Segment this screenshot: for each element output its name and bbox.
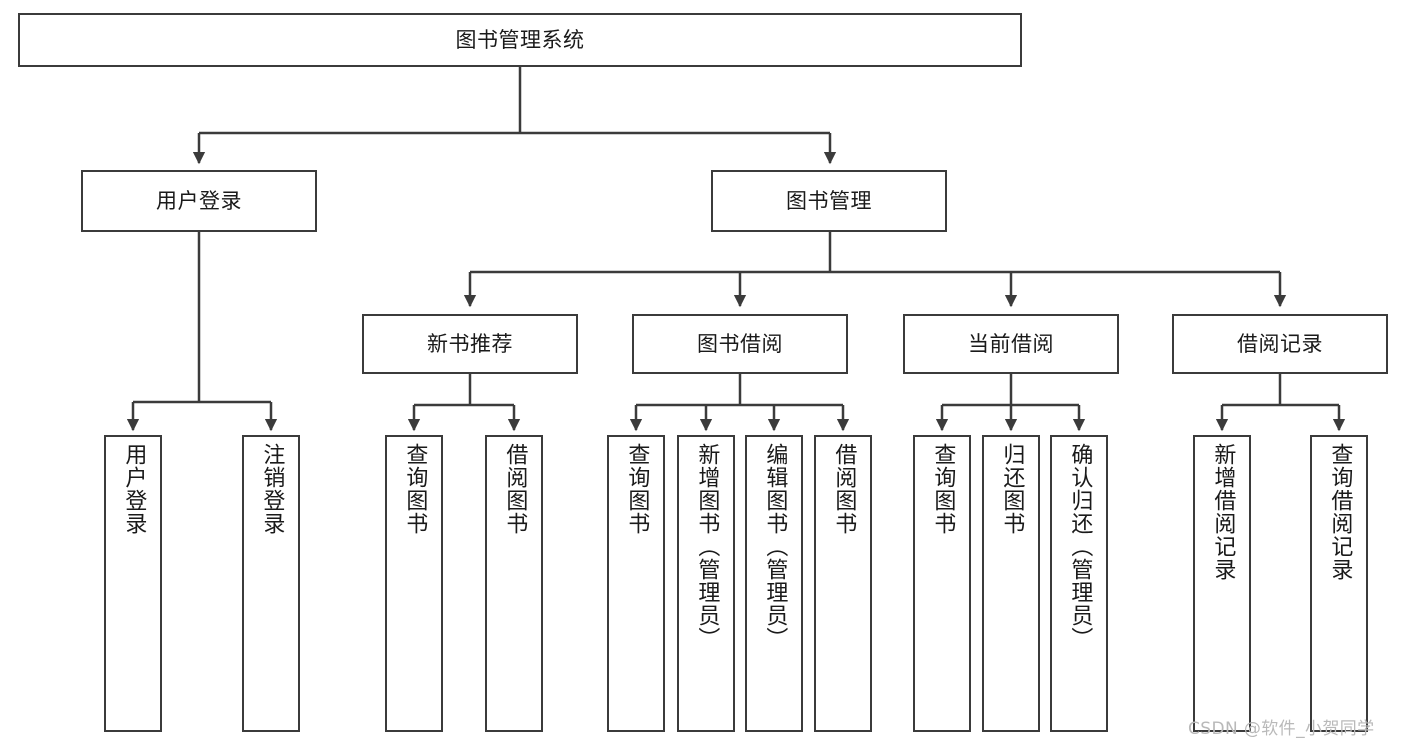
node-current-borrow-label: 当前借阅 xyxy=(968,331,1054,356)
node-leaf-return-book[interactable]: 归还图书 xyxy=(982,435,1040,732)
watermark-text: CSDN @软件_小贺同学 xyxy=(1188,719,1375,739)
node-leaf-query-record-label: 查询借阅记录 xyxy=(1327,443,1353,581)
node-leaf-query-book-3-label: 查询图书 xyxy=(930,443,956,535)
node-new-book-recommend[interactable]: 新书推荐 xyxy=(362,314,578,374)
node-leaf-query-book-2[interactable]: 查询图书 xyxy=(607,435,665,732)
node-leaf-logout-label: 注销登录 xyxy=(259,443,285,535)
node-leaf-logout[interactable]: 注销登录 xyxy=(242,435,300,732)
node-leaf-borrow-book-2-label: 借阅图书 xyxy=(831,443,857,535)
node-leaf-borrow-book-1-label: 借阅图书 xyxy=(502,443,528,535)
node-leaf-confirm-return[interactable]: 确认归还（管理员） xyxy=(1050,435,1108,732)
node-leaf-edit-book-label: 编辑图书（管理员） xyxy=(762,443,788,650)
node-book-management-label: 图书管理 xyxy=(786,188,872,213)
node-borrow-record-label: 借阅记录 xyxy=(1237,331,1323,356)
node-leaf-user-login[interactable]: 用户登录 xyxy=(104,435,162,732)
node-book-borrow[interactable]: 图书借阅 xyxy=(632,314,848,374)
node-new-book-recommend-label: 新书推荐 xyxy=(427,331,513,356)
node-leaf-add-book-label: 新增图书（管理员） xyxy=(694,443,720,650)
node-root[interactable]: 图书管理系统 xyxy=(18,13,1022,67)
node-leaf-user-login-label: 用户登录 xyxy=(121,443,147,535)
node-leaf-confirm-return-label: 确认归还（管理员） xyxy=(1067,443,1093,650)
node-leaf-add-record-label: 新增借阅记录 xyxy=(1210,443,1236,581)
node-user-login-label: 用户登录 xyxy=(156,188,242,213)
node-root-label: 图书管理系统 xyxy=(455,27,585,52)
node-leaf-borrow-book-1[interactable]: 借阅图书 xyxy=(485,435,543,732)
node-leaf-return-book-label: 归还图书 xyxy=(999,443,1025,535)
node-leaf-query-record[interactable]: 查询借阅记录 xyxy=(1310,435,1368,732)
node-leaf-add-record[interactable]: 新增借阅记录 xyxy=(1193,435,1251,732)
node-leaf-borrow-book-2[interactable]: 借阅图书 xyxy=(814,435,872,732)
node-leaf-query-book-1[interactable]: 查询图书 xyxy=(385,435,443,732)
node-leaf-query-book-3[interactable]: 查询图书 xyxy=(913,435,971,732)
node-leaf-edit-book[interactable]: 编辑图书（管理员） xyxy=(745,435,803,732)
node-leaf-add-book[interactable]: 新增图书（管理员） xyxy=(677,435,735,732)
node-leaf-query-book-1-label: 查询图书 xyxy=(402,443,428,535)
node-user-login[interactable]: 用户登录 xyxy=(81,170,317,232)
node-book-borrow-label: 图书借阅 xyxy=(697,331,783,356)
node-current-borrow[interactable]: 当前借阅 xyxy=(903,314,1119,374)
node-borrow-record[interactable]: 借阅记录 xyxy=(1172,314,1388,374)
node-leaf-query-book-2-label: 查询图书 xyxy=(624,443,650,535)
node-book-management[interactable]: 图书管理 xyxy=(711,170,947,232)
